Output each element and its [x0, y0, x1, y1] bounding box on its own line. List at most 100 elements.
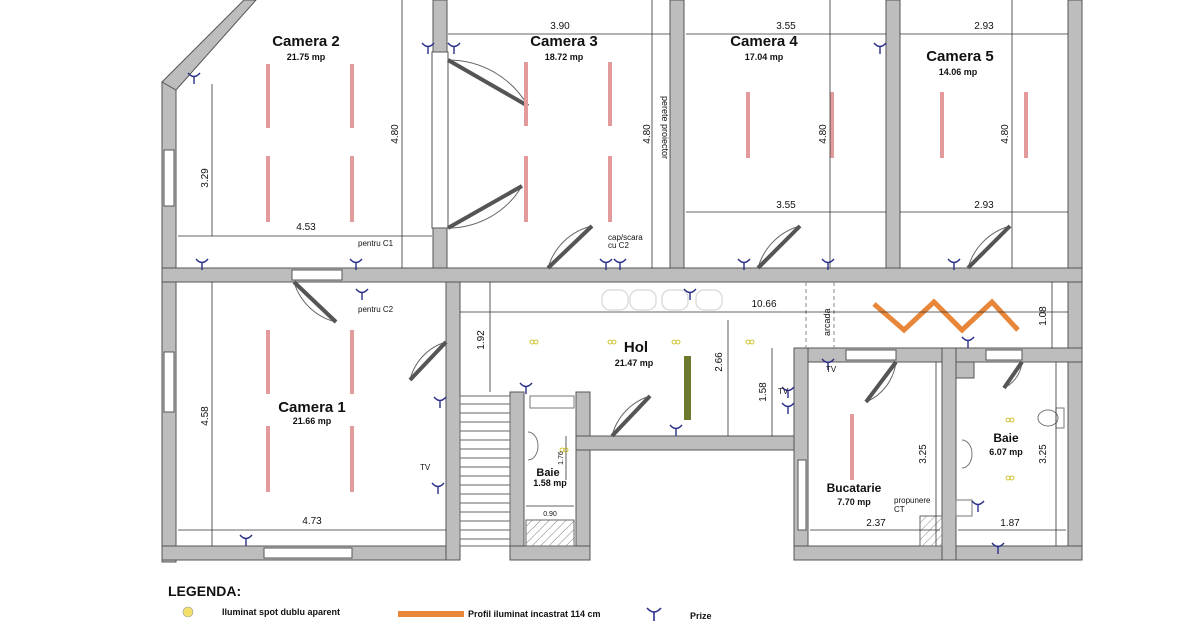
- light-bars: [266, 62, 1028, 492]
- dim-bucatarie-h: 3.25: [918, 444, 929, 464]
- light-bar: [350, 330, 354, 394]
- spot-lights: [529, 339, 1015, 481]
- socket-arc: [683, 288, 697, 294]
- dim-c5-width-top: 2.93: [974, 21, 994, 32]
- dim-c5-height: 4.80: [1000, 124, 1011, 144]
- room-area-baie-mare: 6.07 mp: [989, 447, 1023, 457]
- walls: [161, 0, 1083, 563]
- socket-arc: [355, 288, 369, 294]
- socket-icon: [737, 258, 751, 270]
- legend-profile-label: Profil iluminat incastrat 114 cm: [468, 609, 601, 619]
- dim-hol-left: 1.92: [476, 330, 487, 350]
- socket-arc: [821, 258, 835, 264]
- socket-icon: [991, 542, 1005, 554]
- socket-arc: [519, 382, 533, 388]
- stair-steps: [460, 403, 510, 540]
- dim-bucatarie-w: 2.37: [866, 518, 886, 529]
- spot-light: [1009, 475, 1015, 481]
- socket-arc: [737, 258, 751, 264]
- sockets: [187, 42, 1005, 554]
- room-name-camera1: Camera 1: [278, 399, 346, 416]
- light-bar: [1024, 92, 1028, 158]
- staircase: [459, 395, 511, 547]
- socket-icon: [355, 288, 369, 300]
- dim-hol-far-right: 1.08: [1038, 306, 1049, 326]
- dim-c1-height: 4.58: [200, 406, 211, 426]
- room-name-camera4: Camera 4: [730, 33, 798, 50]
- socket-icon: [971, 500, 985, 512]
- doors: [292, 58, 1024, 438]
- light-bar: [524, 62, 528, 126]
- room-name-bucatarie: Bucatarie: [827, 481, 882, 495]
- legend-title: LEGENDA:: [168, 583, 241, 599]
- socket-icon: [421, 42, 435, 54]
- socket-icon: [613, 258, 627, 270]
- shaft-hatch: [525, 519, 575, 547]
- note-ct: CT: [894, 505, 905, 514]
- green-profile-bar: [684, 356, 691, 420]
- socket-arc: [947, 258, 961, 264]
- socket-arc: [433, 396, 447, 402]
- socket-icon: [431, 482, 445, 494]
- spot-light: [1005, 417, 1011, 423]
- sanitary-fixtures: [527, 395, 1065, 517]
- socket-icon: [669, 424, 683, 436]
- socket-icon: [195, 258, 209, 270]
- room-name-baie-mare: Baie: [993, 431, 1019, 445]
- socket-icon: [349, 258, 363, 270]
- room-area-camera1: 21.66 mp: [293, 416, 332, 426]
- light-bar: [350, 64, 354, 128]
- note-tv-bucatarie: TV: [826, 365, 837, 374]
- socket-arc: [781, 402, 795, 408]
- dim-c4-height: 4.80: [818, 124, 829, 144]
- spot-light: [607, 339, 613, 345]
- note-cu-c2: cu C2: [608, 241, 629, 250]
- socket-arc: [349, 258, 363, 264]
- note-pentru-c1: pentru C1: [358, 239, 394, 248]
- dim-hol-center: 2.66: [714, 352, 725, 372]
- socket-arc: [421, 42, 435, 48]
- dimension-lines: [178, 0, 1068, 546]
- light-bar: [608, 62, 612, 126]
- spot-light-icon: [182, 606, 194, 618]
- socket-arc: [669, 424, 683, 430]
- socket-icon: [683, 288, 697, 300]
- dim-baie-mica-h: 1.76: [558, 451, 565, 465]
- ct-hatch: [919, 515, 943, 547]
- dim-hol-width: 10.66: [751, 299, 776, 310]
- legend-prize-label: Prize: [690, 611, 712, 621]
- socket-icon: [961, 336, 975, 348]
- dim-c5-width-bottom: 2.93: [974, 200, 994, 211]
- socket-icon: [781, 402, 795, 414]
- room-name-camera5: Camera 5: [926, 48, 994, 65]
- spot-light: [749, 339, 755, 345]
- socket-arc: [781, 386, 795, 392]
- dim-c4-width-top: 3.55: [776, 21, 796, 32]
- socket-icon: [947, 258, 961, 270]
- socket-icon: [447, 42, 461, 54]
- socket-arc: [961, 336, 975, 342]
- socket-icon: [599, 258, 613, 270]
- socket-arc: [447, 42, 461, 48]
- socket-icon: [433, 396, 447, 408]
- spot-light: [1009, 417, 1015, 423]
- note-tv-hol: TV: [778, 387, 789, 396]
- spot-light: [675, 339, 681, 345]
- light-bar: [350, 156, 354, 222]
- light-bar: [850, 414, 854, 480]
- socket-arc: [613, 258, 627, 264]
- light-bar: [746, 92, 750, 158]
- dim-baie-mare-w: 1.87: [1000, 518, 1020, 529]
- light-bar: [266, 330, 270, 394]
- socket-arc: [239, 534, 253, 540]
- windows: [163, 149, 1023, 559]
- socket-icon: [781, 386, 795, 398]
- dim-c3-height: 4.80: [642, 124, 653, 144]
- socket-arc: [187, 72, 201, 78]
- light-bar: [266, 64, 270, 128]
- spot-light: [533, 339, 539, 345]
- socket-icon: [187, 72, 201, 84]
- socket-arc: [821, 358, 835, 364]
- room-area-camera3: 18.72 mp: [545, 52, 584, 62]
